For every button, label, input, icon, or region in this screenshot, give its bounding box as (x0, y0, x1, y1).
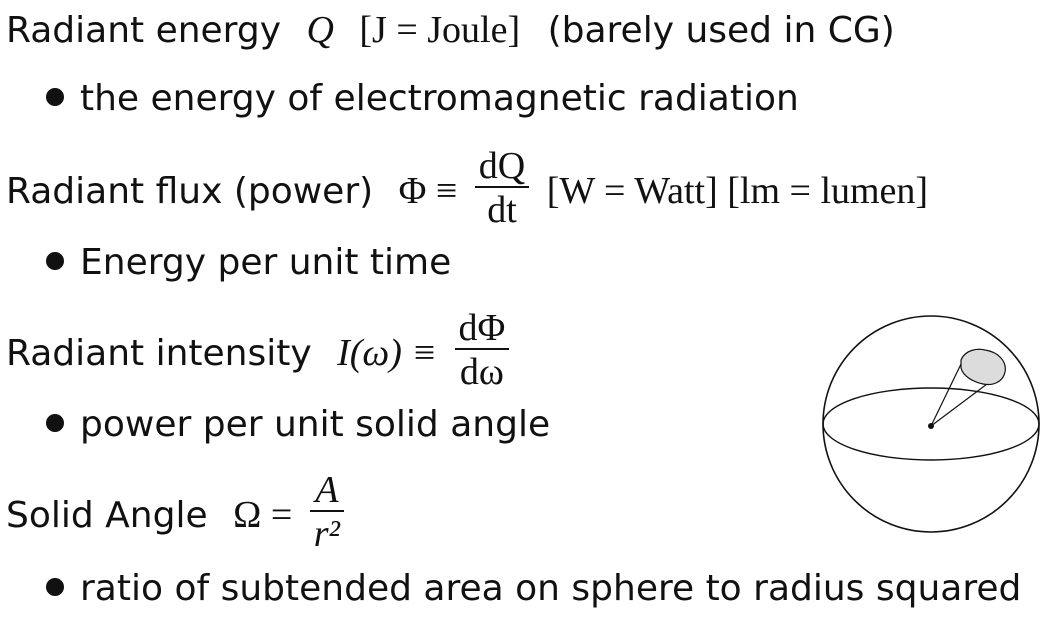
radiant-flux-bullet: Energy per unit time (46, 242, 451, 283)
radiant-intensity-line: Radiant intensity I(ω) ≡ dΦ dω (6, 308, 515, 398)
radiant-intensity-denominator-text: dω (459, 351, 504, 393)
bullet-dot-icon (46, 414, 64, 432)
bullet-dot-icon (46, 88, 64, 106)
bullet-dot-icon (46, 578, 64, 596)
solid-angle-denominator-text: r² (313, 513, 340, 555)
solid-angle-patch (960, 348, 1006, 386)
solid-angle-numerator-text: A (315, 469, 339, 511)
radiant-flux-denominator: dt (474, 186, 530, 232)
sphere-equator (822, 387, 1040, 461)
solid-angle-label: Solid Angle (6, 495, 208, 536)
bullet-dot-icon (46, 252, 64, 270)
radiant-intensity-label: Radiant intensity (6, 333, 312, 374)
cone-edge-left (930, 361, 963, 427)
solid-angle-sphere-icon (822, 315, 1040, 533)
solid-angle-symbol: Ω = (233, 494, 293, 536)
radiant-energy-bullet: the energy of electromagnetic radiation (46, 78, 799, 119)
solid-angle-numerator: A (310, 470, 344, 510)
radiant-flux-bullet-text: Energy per unit time (80, 242, 452, 283)
sphere-center-point (928, 423, 934, 429)
radiant-flux-fraction: dQ dt (474, 146, 530, 232)
radiant-flux-numerator: dQ (475, 146, 529, 186)
radiant-energy-symbol: Q (306, 9, 334, 51)
radiant-intensity-numerator: dΦ (455, 308, 510, 348)
radiant-intensity-fraction: dΦ dω (454, 308, 510, 394)
radiant-intensity-denominator: dω (454, 348, 510, 394)
radiant-intensity-symbol: I(ω) ≡ (337, 332, 438, 374)
radiant-intensity-bullet: power per unit solid angle (46, 404, 550, 445)
cone-edge-right (930, 377, 996, 427)
radiant-intensity-bullet-text: power per unit solid angle (80, 404, 551, 445)
solid-angle-fraction: A r² (309, 470, 344, 556)
radiant-flux-label: Radiant flux (power) (6, 171, 374, 212)
radiant-energy-unit: [J = Joule] (359, 9, 521, 51)
radiant-energy-note: (barely used in CG) (547, 10, 895, 51)
radiant-intensity-numerator-text: dΦ (458, 307, 506, 349)
radiant-energy-line: Radiant energy Q [J = Joule] (barely use… (6, 8, 895, 52)
solid-angle-bullet: ratio of subtended area on sphere to rad… (46, 568, 1021, 609)
radiant-flux-denominator-text: dt (487, 189, 517, 231)
radiant-energy-label: Radiant energy (6, 10, 282, 51)
radiant-flux-units: [W = Watt] [lm = lumen] (546, 170, 929, 212)
solid-angle-bullet-text: ratio of subtended area on sphere to rad… (80, 568, 1022, 609)
radiant-flux-symbol: Φ ≡ (398, 170, 458, 212)
solid-angle-line: Solid Angle Ω = A r² (6, 470, 350, 560)
radiant-energy-bullet-text: the energy of electromagnetic radiation (80, 78, 799, 119)
solid-angle-denominator: r² (309, 510, 344, 556)
radiant-flux-line: Radiant flux (power) Φ ≡ dQ dt [W = Watt… (6, 146, 929, 236)
radiant-flux-numerator-text: dQ (478, 145, 526, 187)
